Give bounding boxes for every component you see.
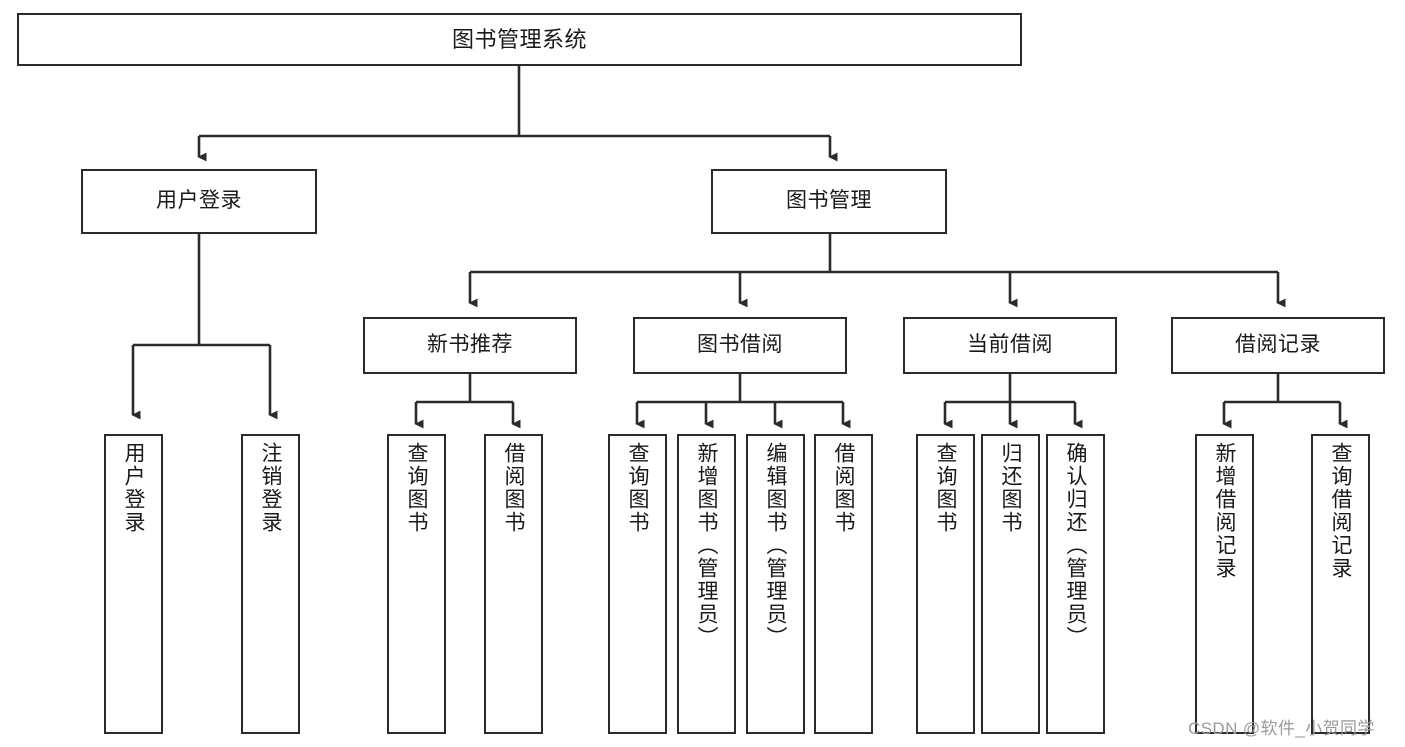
csdn-watermark: CSDN @软件_小贺同学 [1188, 719, 1375, 738]
leaf-confirm-return-label: 确认归还（管理员） [1064, 442, 1087, 649]
leaf-edit-book[interactable]: 编辑图书（管理员） [746, 434, 805, 734]
leaf-query-book-2-label: 查询图书 [626, 442, 649, 534]
node-book-borrow-label: 图书借阅 [697, 333, 783, 357]
leaf-add-record[interactable]: 新增借阅记录 [1195, 434, 1254, 734]
leaf-query-book-2[interactable]: 查询图书 [608, 434, 667, 734]
node-current-borrow-label: 当前借阅 [967, 333, 1053, 357]
node-root[interactable]: 图书管理系统 [17, 13, 1022, 66]
node-new-book-recommend-label: 新书推荐 [427, 333, 513, 357]
leaf-borrow-book-2-label: 借阅图书 [832, 442, 855, 534]
leaf-query-book-3[interactable]: 查询图书 [916, 434, 975, 734]
node-root-label: 图书管理系统 [451, 26, 587, 52]
leaf-return-book-label: 归还图书 [999, 442, 1022, 534]
leaf-query-book-3-label: 查询图书 [934, 442, 957, 534]
leaf-borrow-book-1[interactable]: 借阅图书 [484, 434, 543, 734]
node-book-manage-label: 图书管理 [786, 189, 872, 213]
leaf-return-book[interactable]: 归还图书 [981, 434, 1040, 734]
leaf-query-book-1[interactable]: 查询图书 [387, 434, 446, 734]
leaf-confirm-return[interactable]: 确认归还（管理员） [1046, 434, 1105, 734]
node-user-login[interactable]: 用户登录 [81, 169, 317, 234]
leaf-user-login[interactable]: 用户登录 [104, 434, 163, 734]
leaf-add-book-label: 新增图书（管理员） [695, 442, 718, 649]
node-borrow-record[interactable]: 借阅记录 [1171, 317, 1385, 374]
leaf-user-logout-label: 注销登录 [259, 442, 282, 534]
node-borrow-record-label: 借阅记录 [1235, 333, 1321, 357]
node-book-borrow[interactable]: 图书借阅 [633, 317, 847, 374]
leaf-user-logout[interactable]: 注销登录 [241, 434, 300, 734]
leaf-edit-book-label: 编辑图书（管理员） [764, 442, 787, 649]
leaf-query-record[interactable]: 查询借阅记录 [1311, 434, 1370, 734]
node-user-login-label: 用户登录 [156, 189, 242, 213]
leaf-query-record-label: 查询借阅记录 [1329, 442, 1352, 580]
leaf-borrow-book-1-label: 借阅图书 [502, 442, 525, 534]
leaf-borrow-book-2[interactable]: 借阅图书 [814, 434, 873, 734]
node-current-borrow[interactable]: 当前借阅 [903, 317, 1117, 374]
leaf-add-record-label: 新增借阅记录 [1213, 442, 1236, 580]
leaf-add-book[interactable]: 新增图书（管理员） [677, 434, 736, 734]
node-new-book-recommend[interactable]: 新书推荐 [363, 317, 577, 374]
leaf-query-book-1-label: 查询图书 [405, 442, 428, 534]
node-book-manage[interactable]: 图书管理 [711, 169, 947, 234]
leaf-user-login-label: 用户登录 [122, 442, 145, 534]
